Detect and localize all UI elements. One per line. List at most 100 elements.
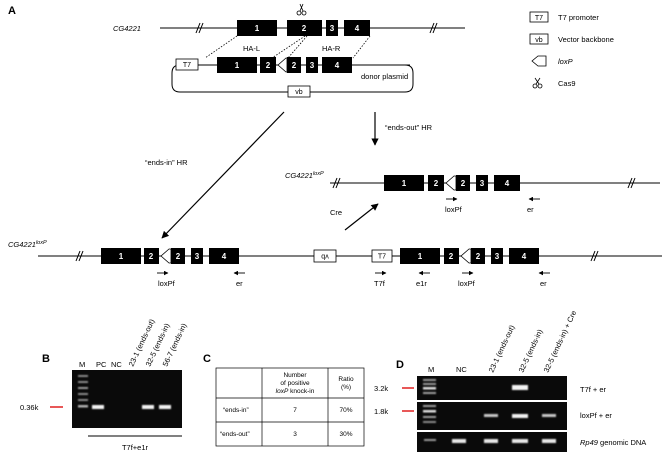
donor-exon-2b-label: 2 [292,61,297,70]
ei2-exon-1-label: 1 [418,252,423,261]
ends-in-arrow [161,111,285,239]
ei-e1r-label: e1r [416,279,427,288]
eo-loxpf-label: loxPf [445,205,463,214]
ends-out-label: “ends-out” HR [385,123,433,132]
donor-exon-2b [287,57,301,73]
exon-3-label: 3 [330,24,335,33]
donor-exon-2a-label: 2 [266,61,271,70]
ei2-exon-4-label: 4 [522,252,527,261]
donor-plasmid-label: donor plasmid [361,72,408,81]
gel-d-marker-1-8k: 1.8k [374,407,388,416]
ei-exon-3-label: 3 [195,252,200,261]
ei2-exon-2b [471,248,485,264]
table-row-ends-out-label: “ends-out” [220,431,250,438]
gel-b-lane-labels: M PC NC 23-1 (ends-out) 32-5 (ends-in) 5… [79,317,189,369]
ei-er-label: er [236,279,243,288]
ei2-exon-4 [509,248,539,264]
donor-exon-1-label: 1 [235,61,240,70]
eo-exon-3 [476,175,488,191]
table-row-ends-in-count: 7 [293,407,297,414]
table-header-of-positive: of positive [280,380,310,387]
table-row-ends-out-count: 3 [293,431,297,438]
donor-exon-2a [260,57,276,73]
ends-in-label: “ends-in” HR [145,158,188,167]
gel-d-row-1-label: T7f + er [580,385,607,394]
gel-b-primer-pair: T7f+e1r [122,443,149,452]
ei2-er-label: er [540,279,547,288]
break-mark-ei-left [75,250,84,262]
ei-t7-box [371,249,393,263]
legend-scissors-icon [532,77,543,89]
exon-2 [287,20,322,36]
gel-d-row-3-label: Rp49 genomic DNA [580,438,646,447]
ei2-exon-3-label: 3 [495,252,500,261]
ei-exon-2a-label: 2 [149,252,154,261]
donor-plasmid: T7 1 2 2 3 4 vb [171,57,414,98]
donor-loxp-icon [277,57,288,73]
ei-qa-box-label: qʌ [321,254,329,261]
ei-exon-1-label: 1 [119,252,124,261]
gel-d-lane-m: M [428,365,434,374]
legend-t7-label: T7 promoter [558,13,599,22]
gel-b-bands [78,375,171,409]
exon-4-label: 4 [355,24,360,33]
ei2-loxpf-label: loxPf [458,279,476,288]
donor-exon-4-label: 4 [335,61,340,70]
table-header-pct: (%) [341,384,351,391]
ei-exon-3 [191,248,203,264]
ends-in-allele: 1 2 2 3 4 qʌ T7 1 2 2 3 4 loxPf er T7f e [38,248,662,288]
panel-b-letter: B [42,353,50,365]
ei2-exon-2a-label: 2 [449,252,454,261]
vb-box [287,85,311,98]
panel-a-letter: A [8,5,16,17]
eo-exon-2b-label: 2 [461,179,466,188]
eo-exon-3-label: 3 [480,179,485,188]
t7-box-label: T7 [183,62,191,69]
gel-d-bands [423,379,556,443]
eo-exon-1-label: 1 [402,179,407,188]
gel-d-row-2-label: loxPf + er [580,411,612,420]
gel-b-lane-pc: PC [96,360,107,369]
exon-2-label: 2 [302,24,307,33]
gene-label: CG4221 [113,24,141,33]
ei-exon-4 [209,248,239,264]
ei-loxpf-label: loxPf [158,279,176,288]
table-row-ends-out-ratio: 30% [339,431,352,438]
ends-out-allele-label: CG4221loxP [285,171,324,180]
gel-d-row-1 [417,376,567,400]
legend-loxp-label: loxP [558,57,573,66]
vb-box-label: vb [295,89,303,96]
break-mark-right [429,22,438,34]
ei2-exon-2a [444,248,459,264]
wildtype-gene: 1 2 3 4 [160,20,465,36]
table-header-ratio: Ratio [338,376,354,383]
gel-d-lane-labels: M NC 23-1 (ends-out) 32-5 (ends-in) 32-5… [428,309,578,374]
break-mark-eo-left [332,177,341,189]
ei-exon-2a [144,248,159,264]
gel-b-size-marker: 0.36k [20,403,39,412]
ei-exon-1 [101,248,141,264]
eo-exon-1 [384,175,424,191]
eo-exon-2b [456,175,470,191]
break-mark-eo-right [627,177,636,189]
panel-d-letter: D [396,359,404,371]
cre-arrow [344,203,379,231]
ei-exon-2b [171,248,185,264]
legend: T7 T7 promoter vb Vector backbone loxP C… [529,11,614,89]
ei-qa-box [313,249,337,263]
table-row-ends-in-ratio: 70% [339,407,352,414]
gel-d-lane-nc: NC [456,365,467,374]
ei-t7-box-label: T7 [378,254,386,261]
eo-exon-2a [428,175,444,191]
exon-3 [326,20,338,36]
ei-t7f-label: T7f [374,279,386,288]
cre-label: Cre [330,208,342,217]
exon-1-label: 1 [255,24,260,33]
ha-left-label: HA-L [243,44,260,53]
gel-d-lane-32-5: 32-5 (ends-in) [517,327,545,374]
gel-d-lane-32-5-cre: 32-5 (ends-in) + Cre [542,309,579,374]
break-mark-left [195,22,204,34]
table-header-number: Number [283,372,307,379]
ei2-exon-3 [491,248,503,264]
donor-exon-3-label: 3 [310,61,315,70]
